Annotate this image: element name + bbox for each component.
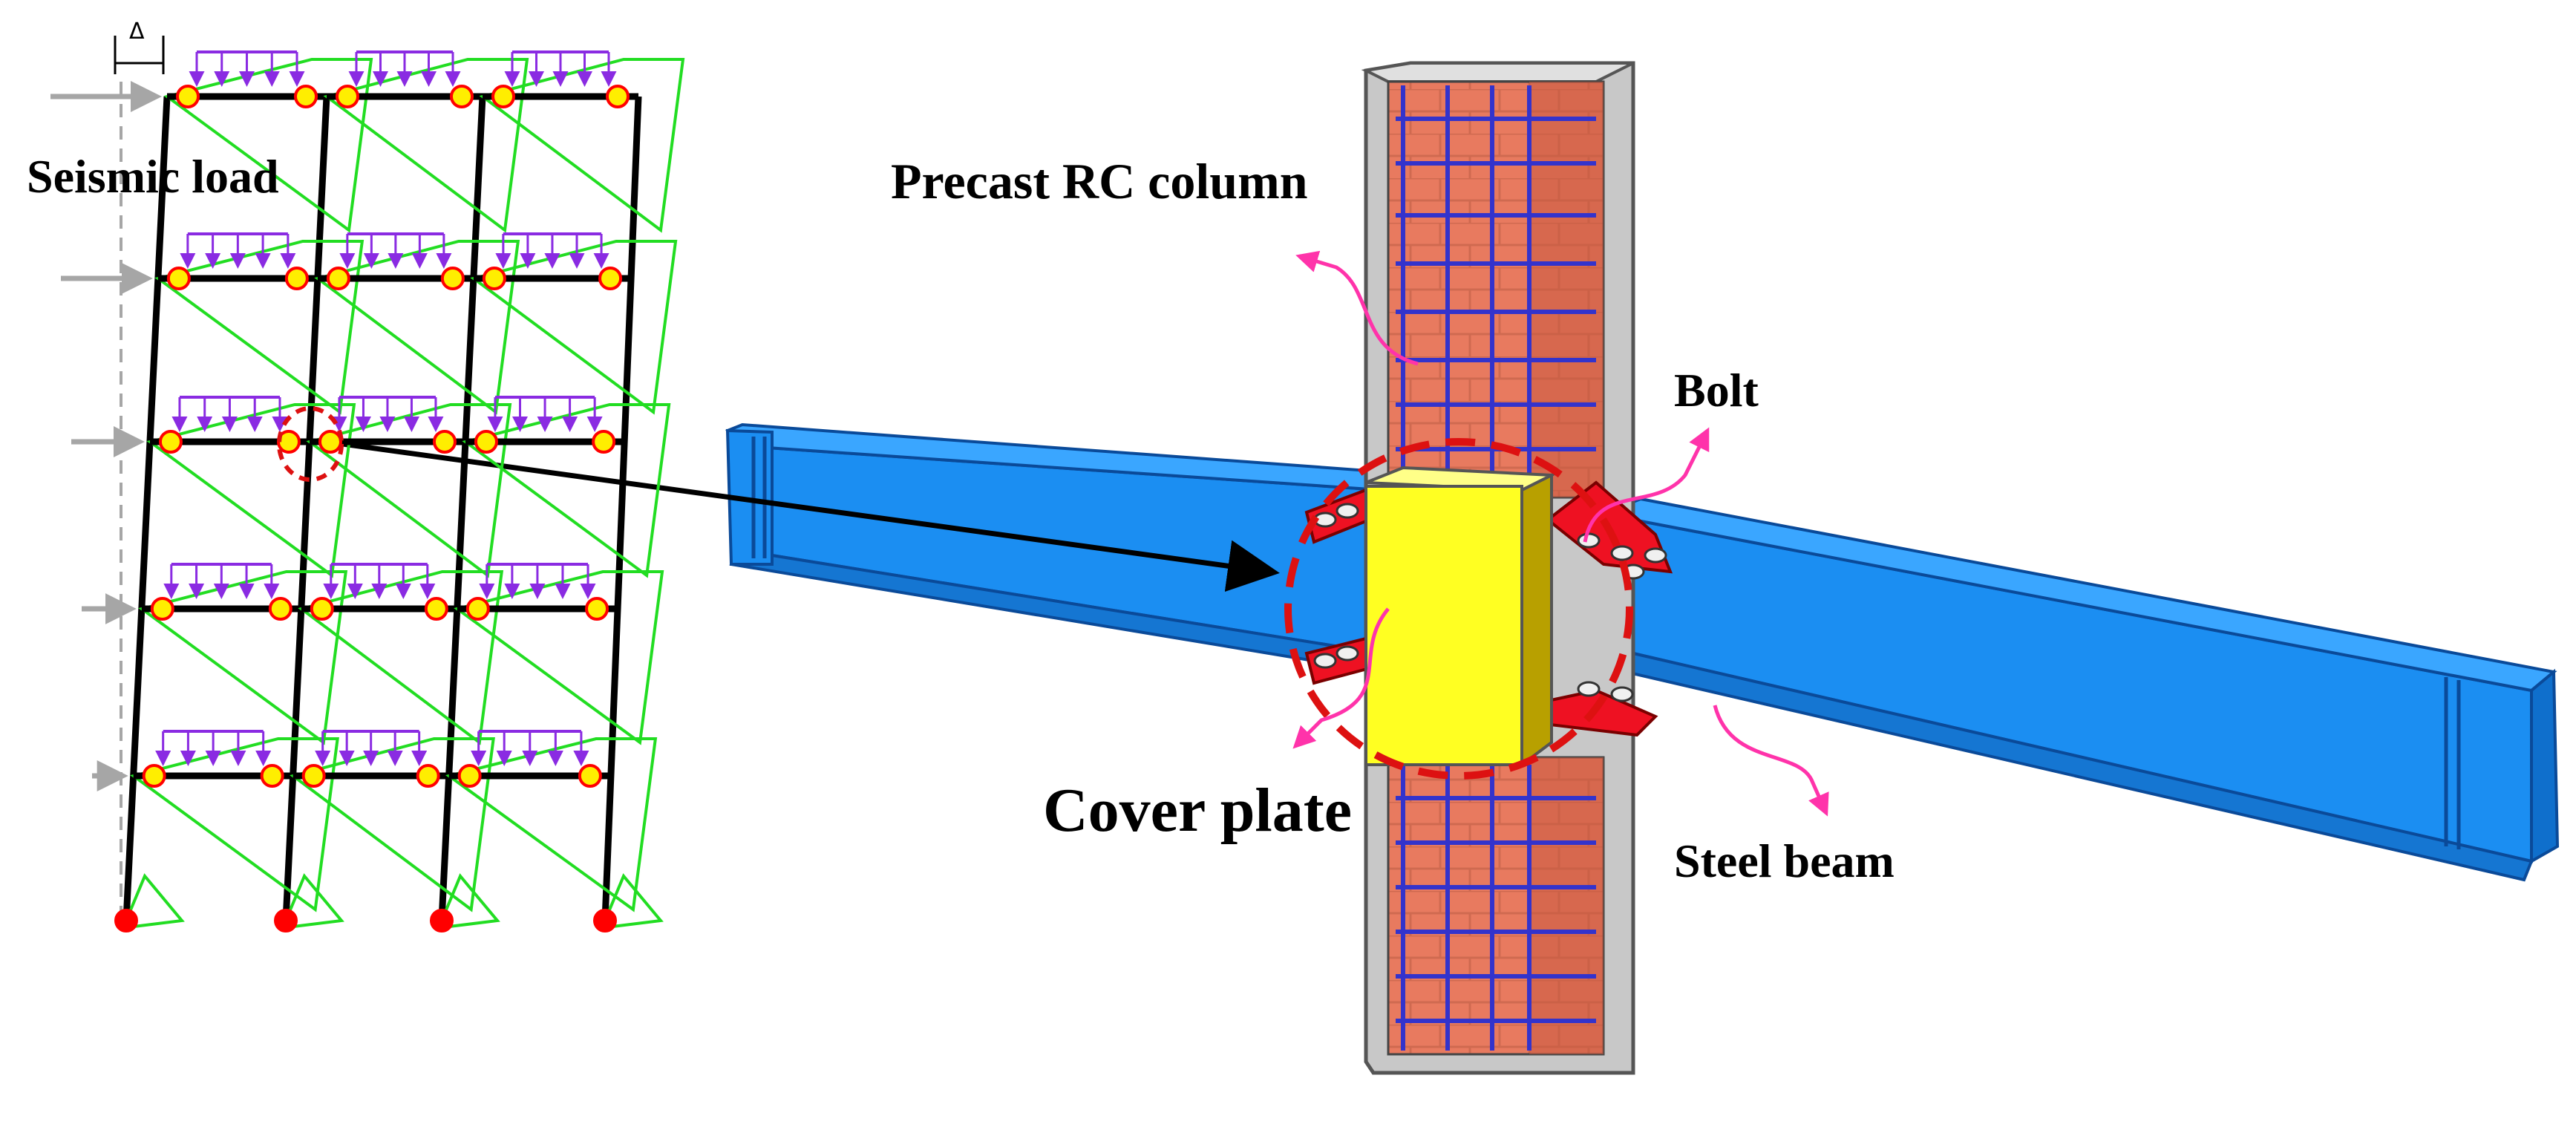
detail-leader-arrow bbox=[326, 439, 1280, 592]
deformed-shape-outline bbox=[314, 240, 520, 415]
deformed-shape-outline bbox=[146, 403, 356, 578]
plastic-hinge-icon bbox=[260, 764, 284, 788]
frame-model bbox=[50, 36, 685, 933]
plastic-hinge-icon bbox=[457, 764, 482, 788]
plastic-hinge-icon bbox=[450, 85, 474, 108]
deformed-shape-outline bbox=[445, 737, 658, 912]
frame-column bbox=[282, 96, 330, 921]
plastic-hinge-icon bbox=[166, 267, 191, 290]
callout-arrow-bolt bbox=[1583, 427, 1710, 543]
plastic-hinge-icon bbox=[150, 597, 174, 621]
steel-beam-left-end bbox=[725, 428, 774, 566]
plastic-hinge-icon bbox=[310, 597, 334, 621]
plastic-hinge-icon bbox=[606, 85, 630, 108]
cover-plate bbox=[1364, 485, 1523, 766]
plastic-hinge-icon bbox=[440, 267, 465, 290]
deformed-shape-outline bbox=[306, 403, 512, 578]
deformed-shape-outline bbox=[462, 403, 671, 578]
plastic-hinge-icon bbox=[474, 430, 498, 454]
callout-arrow-cover-plate bbox=[1292, 607, 1390, 749]
callout-arrow-steel-beam bbox=[1713, 705, 1829, 817]
plastic-hinge-icon bbox=[142, 764, 166, 788]
deformed-shape-outline bbox=[479, 58, 685, 233]
steel-beam-right-end bbox=[2530, 668, 2560, 864]
plastic-hinge-icon bbox=[416, 764, 440, 788]
deformed-shape-outline bbox=[454, 570, 664, 745]
deformed-shape-outline bbox=[470, 240, 678, 415]
plastic-hinge-icon bbox=[424, 597, 448, 621]
deformed-shape-outline bbox=[298, 570, 504, 745]
plastic-hinge-icon bbox=[585, 597, 609, 621]
column-concrete-side-lower bbox=[1529, 757, 1604, 1054]
plastic-hinge-icon bbox=[284, 267, 309, 290]
plastic-hinge-icon bbox=[432, 430, 457, 454]
plastic-hinge-icon bbox=[482, 267, 506, 290]
fixed-support-icon bbox=[430, 909, 454, 933]
frame-column bbox=[601, 96, 642, 921]
plastic-hinge-icon bbox=[598, 267, 623, 290]
fixed-support-icon bbox=[274, 909, 298, 933]
steel-beam-label: Steel beam bbox=[1674, 835, 1895, 887]
fixed-support-icon bbox=[593, 909, 617, 933]
cover-plate-label: Cover plate bbox=[1043, 776, 1353, 845]
bolts bbox=[1313, 503, 1667, 702]
deformed-shape-outline bbox=[290, 737, 495, 912]
seismic-load-label: Seismic load bbox=[27, 150, 279, 203]
deformed-shape-outline bbox=[154, 240, 365, 415]
detail-highlight-circle bbox=[277, 406, 344, 482]
plastic-hinge-icon bbox=[158, 430, 183, 454]
deformed-shape-outline bbox=[163, 58, 373, 233]
callout-arrows bbox=[1292, 250, 1829, 817]
precast-rc-column-label: Precast RC column bbox=[891, 153, 1308, 209]
plastic-hinge-icon bbox=[268, 597, 292, 621]
callout-arrow-column bbox=[1295, 250, 1419, 366]
deformed-shape-outline bbox=[323, 58, 529, 233]
plastic-hinge-icon bbox=[176, 85, 200, 108]
frame-column bbox=[122, 96, 171, 921]
plastic-hinge-icon bbox=[336, 85, 359, 108]
rebar-cage bbox=[1396, 85, 1596, 1051]
steel-beam bbox=[725, 422, 2560, 882]
joint-highlight-circle bbox=[1284, 438, 1633, 780]
joint-assembly bbox=[1284, 438, 1673, 780]
plastic-hinge-icon bbox=[326, 267, 350, 290]
plastic-hinge-icon bbox=[578, 764, 602, 788]
plastic-hinge-icon bbox=[465, 597, 490, 621]
column-shell-top bbox=[1361, 62, 1634, 83]
fixed-support-icon bbox=[114, 909, 138, 933]
cover-plate-side bbox=[1520, 472, 1553, 768]
deformed-shape-outline bbox=[138, 570, 348, 745]
plastic-hinge-icon bbox=[491, 85, 515, 108]
bolt-label: Bolt bbox=[1674, 364, 1759, 417]
drift-delta-label: Δ bbox=[129, 19, 145, 45]
frame-column bbox=[438, 96, 486, 921]
plastic-hinge-icon bbox=[318, 430, 342, 454]
deformed-shape-outline bbox=[130, 737, 339, 912]
plastic-hinge-icon bbox=[294, 85, 318, 108]
plastic-hinge-icon bbox=[301, 764, 326, 788]
column-concrete-side-upper bbox=[1529, 82, 1604, 497]
plastic-hinge-icon bbox=[592, 430, 616, 454]
